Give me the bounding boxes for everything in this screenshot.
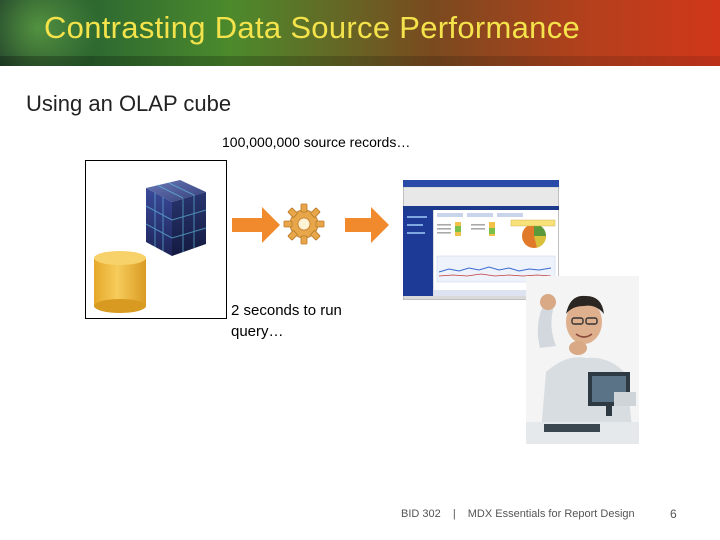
olap-cube-icon bbox=[145, 180, 207, 256]
footer: BID 302 | MDX Essentials for Report Desi… bbox=[401, 508, 635, 520]
footer-course-code: BID 302 bbox=[401, 508, 441, 520]
page-number: 6 bbox=[670, 507, 677, 521]
happy-user-photo bbox=[526, 276, 639, 444]
arrow-right-icon bbox=[345, 207, 389, 243]
slide-title: Contrasting Data Source Performance bbox=[44, 10, 581, 45]
footer-course-title: MDX Essentials for Report Design bbox=[467, 508, 635, 520]
title-decoration bbox=[0, 0, 110, 66]
timing-label: 2 seconds to run query… bbox=[231, 302, 342, 340]
footer-separator: | bbox=[452, 508, 456, 520]
slide-subtitle: Using an OLAP cube bbox=[26, 91, 232, 116]
arrow-right-icon bbox=[232, 207, 280, 243]
database-cylinder-icon bbox=[94, 251, 146, 313]
title-bar: Contrasting Data Source Performance bbox=[0, 0, 720, 66]
records-label: 100,000,000 source records… bbox=[222, 134, 411, 150]
gear-icon bbox=[283, 203, 325, 245]
